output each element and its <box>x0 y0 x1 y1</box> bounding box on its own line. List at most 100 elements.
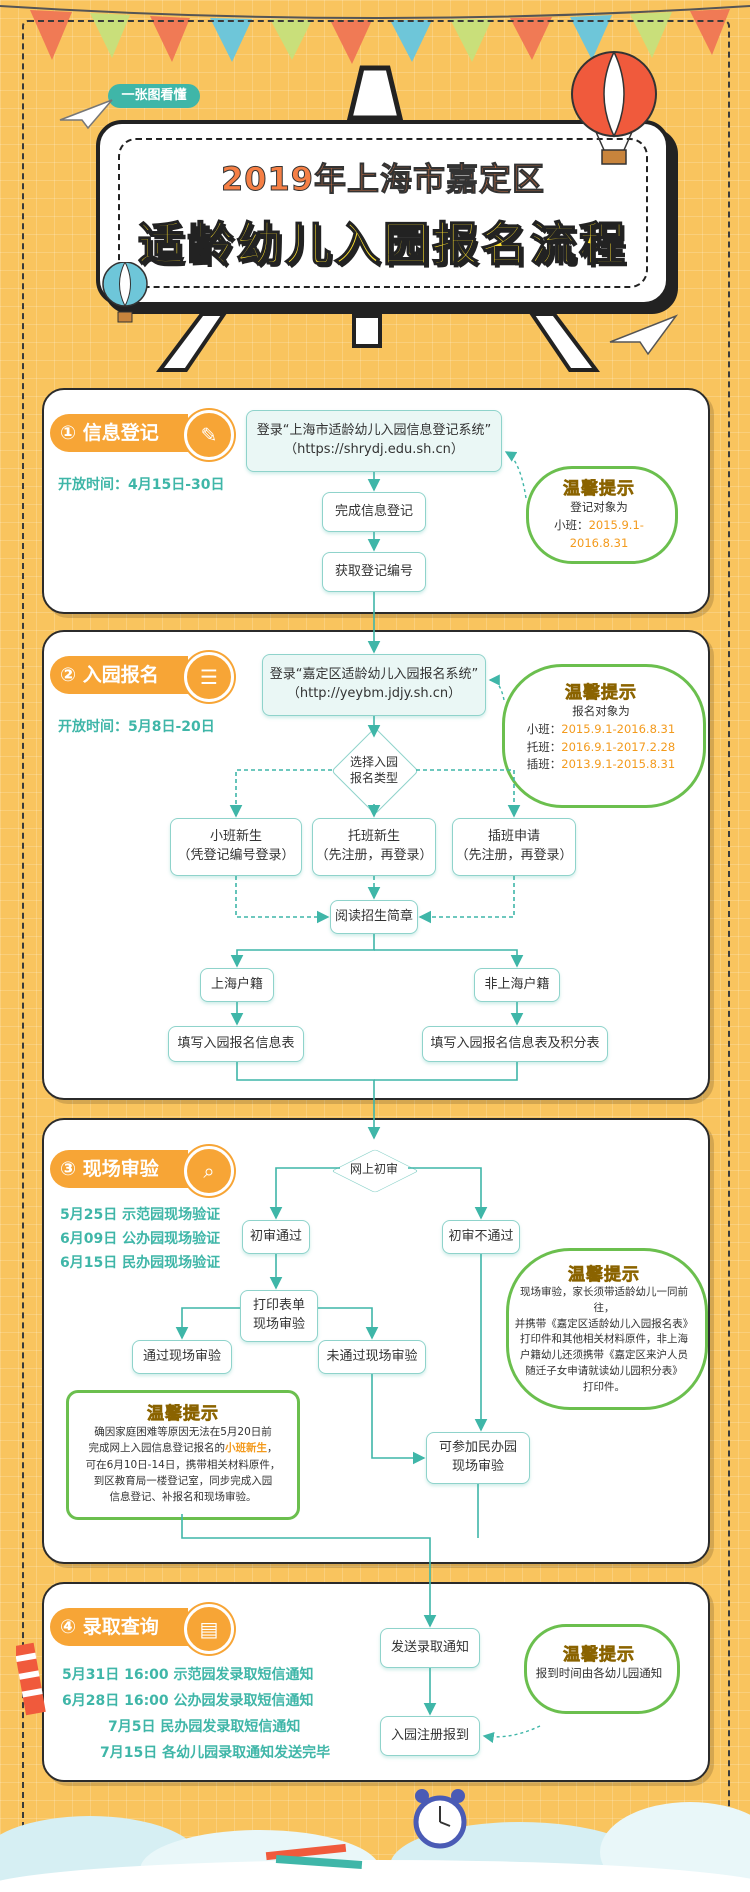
pencils-icon <box>265 1843 363 1869</box>
step3-tip-left-line5: 信息登记、补报名和现场审验。 <box>109 1491 257 1504</box>
step4-schedule-2: 6月28日 16:00 公办园发录取短信通知 <box>62 1693 314 1709</box>
transfer-title: 插班申请 <box>487 829 540 845</box>
small-new-note: （凭登记编号登录） <box>177 848 295 863</box>
step2-login-line1: 登录“嘉定区适龄幼儿入园报名系统” <box>269 667 479 683</box>
print-form-line2: 现场审验 <box>252 1317 305 1332</box>
pencil-icon: ✎ <box>184 410 234 460</box>
step3-schedule-2: 6月09日 公办园现场验证 <box>60 1231 221 1247</box>
step2-tip-line1: 报名对象为 <box>572 704 630 718</box>
nursery-new-note: （先注册，再登录） <box>315 848 433 863</box>
board-hanger <box>346 65 404 121</box>
fill-form-box: 填写入园报名信息表 <box>168 1026 304 1062</box>
step3-tip-right-title: 温馨提示 <box>568 1265 640 1286</box>
step1-tip-label: 小班： <box>554 517 589 532</box>
step1-tip-title: 温馨提示 <box>563 479 635 500</box>
step4-tip-cloud: 温馨提示 报到时间由各幼儿园通知 <box>524 1624 680 1714</box>
step3-tip-left-title: 温馨提示 <box>147 1404 219 1425</box>
step2-open-time: 开放时间：5月8日-20日 <box>58 719 215 735</box>
small-balloon-icon <box>102 262 148 323</box>
private-onsite-line2: 现场审验 <box>451 1459 504 1474</box>
print-form-box: 打印表单 现场审验 <box>240 1290 318 1342</box>
fail-initial-box: 初审不通过 <box>442 1220 520 1254</box>
step3-schedule-1: 5月25日 示范园现场验证 <box>60 1207 221 1223</box>
step2-tab: ② 入园报名 <box>50 656 188 694</box>
small-class-new-box: 小班新生 （凭登记编号登录） <box>170 818 302 876</box>
step2-tip-title: 温馨提示 <box>565 683 637 704</box>
cloud-shape <box>524 1624 680 1714</box>
step1-open-time: 开放时间：4月15日-30日 <box>58 477 225 493</box>
step3-tip-right-line: 打印件。 <box>583 1380 625 1393</box>
online-review-diamond: 网上初审 <box>331 1128 419 1210</box>
intro-tag: 一张图看懂 <box>108 84 200 108</box>
step1-number-box: 获取登记编号 <box>322 552 426 592</box>
step3-schedule-3: 6月15日 民办园现场验证 <box>60 1255 221 1271</box>
step3-tip-left-line4: 到区教育局一楼登记室，同步完成入园 <box>93 1474 273 1487</box>
board-legs <box>156 312 600 372</box>
step1-tip-line1: 登记对象为 <box>570 500 628 514</box>
transfer-note: （先注册，再登录） <box>455 848 573 863</box>
cloud-shape <box>502 664 706 808</box>
step2-tip-cloud: 温馨提示 报名对象为 小班：2015.9.1-2016.8.31 托班：2016… <box>502 664 706 808</box>
step3-tip-right-line: 现场审验，家长须带适龄幼儿一同前往， <box>520 1286 688 1314</box>
step4-schedule-1: 5月31日 16:00 示范园发录取短信通知 <box>62 1667 314 1683</box>
step4-schedule-4: 7月15日 各幼儿园录取通知发送完毕 <box>100 1745 331 1761</box>
cloud-shape <box>526 466 678 564</box>
clouds-decoration <box>0 1802 750 1892</box>
step2-login-box: 登录“嘉定区适龄幼儿入园报名系统” （http://yeybm.jdjy.sh.… <box>262 654 486 716</box>
step2-tip-row-transfer: 插班：2013.9.1-2015.8.31 <box>526 757 676 772</box>
step3-tip-left-line2: 完成网上入园信息登记报名的小班新生， <box>88 1442 278 1455</box>
bunting-decoration <box>0 5 750 64</box>
fill-form-points-box: 填写入园报名信息表及积分表 <box>422 1026 608 1062</box>
step3-tip-right-line: 随迁子女申请就读幼儿园积分表》 <box>525 1364 683 1377</box>
step3-tip-right-cloud: 温馨提示 现场审验，家长须带适龄幼儿一同前往， 并携带《嘉定区适龄幼儿入园报名表… <box>506 1248 708 1410</box>
step1-login-line1: 登录“上海市适龄幼儿入园信息登记系统” <box>256 423 492 439</box>
private-onsite-box: 可参加民办园 现场审验 <box>426 1432 530 1484</box>
nursery-new-box: 托班新生 （先注册，再登录） <box>312 818 436 876</box>
striped-pencil-icon <box>16 1642 46 1716</box>
cloud-shape <box>506 1248 708 1410</box>
shanghai-box: 上海户籍 <box>200 968 274 1002</box>
paper-plane-icon-left <box>59 99 113 130</box>
register-box: 入园注册报到 <box>380 1716 480 1756</box>
send-notice-box: 发送录取通知 <box>380 1628 480 1668</box>
title-inner-border <box>118 138 648 288</box>
step2-tip-row-nursery: 托班：2016.9.1-2017.2.28 <box>526 739 676 754</box>
step1-complete-box: 完成信息登记 <box>322 492 426 532</box>
step1-login-box: 登录“上海市适龄幼儿入园信息登记系统” （https://shrydj.edu.… <box>246 410 502 472</box>
select-type-line1: 选择入园 <box>349 754 398 769</box>
title-line-2: 适龄幼儿入园报名流程 <box>137 216 628 272</box>
non-shanghai-box: 非上海户籍 <box>474 968 560 1002</box>
step4-tab: ④ 录取查询 <box>50 1608 188 1646</box>
step2-login-line2: （http://yeybm.jdjy.sh.cn） <box>286 686 462 701</box>
select-type-line2: 报名类型 <box>349 771 398 785</box>
step3-tip-right-line: 并携带《嘉定区适龄幼儿入园报名表》 <box>514 1317 694 1330</box>
step1-tip-range: 小班：2015.9.1-2016.8.31 <box>526 517 672 553</box>
step3-tip-right-line: 打印件和其他相关材料原件，非上海 <box>520 1333 688 1346</box>
step4-tip-line1: 报到时间由各幼儿园通知 <box>535 1666 663 1680</box>
step4-tip-title: 温馨提示 <box>563 1645 635 1666</box>
step1-tip-cloud: 温馨提示 登记对象为 小班：2015.9.1-2016.8.31 <box>526 466 678 564</box>
fail-onsite-box: 未通过现场审验 <box>318 1340 426 1374</box>
pass-onsite-box: 通过现场审验 <box>132 1340 232 1374</box>
transfer-box: 插班申请 （先注册，再登录） <box>452 818 576 876</box>
step3-tip-left-line3: 可在6月10日-14日，携带相关材料原件， <box>85 1458 281 1471</box>
private-onsite-line1: 可参加民办园 <box>438 1440 517 1456</box>
step1-tab: ① 信息登记 <box>50 414 188 452</box>
paper-plane-icon <box>609 314 678 356</box>
step3-tip-left-box: 温馨提示 确因家庭困难等原因无法在5月20日前 完成网上入园信息登记报名的小班新… <box>66 1390 300 1520</box>
step2-tip-row-small: 小班：2015.9.1-2016.8.31 <box>526 721 676 736</box>
print-form-line1: 打印表单 <box>252 1298 305 1314</box>
alarm-clock-icon <box>413 1789 467 1849</box>
step3-tip-right-line: 户籍幼儿还须携带《嘉定区来沪人员 <box>520 1349 688 1361</box>
online-review-label: 网上初审 <box>349 1161 398 1176</box>
hot-air-balloon-icon <box>571 51 657 165</box>
document-icon: ☰ <box>184 652 234 702</box>
clipboard-icon: ▤ <box>184 1604 234 1654</box>
step1-tip-value: 2015.9.1-2016.8.31 <box>569 517 644 550</box>
step3-tip-left-line1: 确因家庭困难等原因无法在5月20日前 <box>94 1426 272 1438</box>
step2-select-type: 选择入园 报名类型 <box>331 727 419 815</box>
magnifier-icon: ⌕ <box>184 1146 234 1196</box>
step4-schedule-3: 7月5日 民办园发录取短信通知 <box>108 1719 301 1735</box>
step3-tab: ③ 现场审验 <box>50 1150 188 1188</box>
